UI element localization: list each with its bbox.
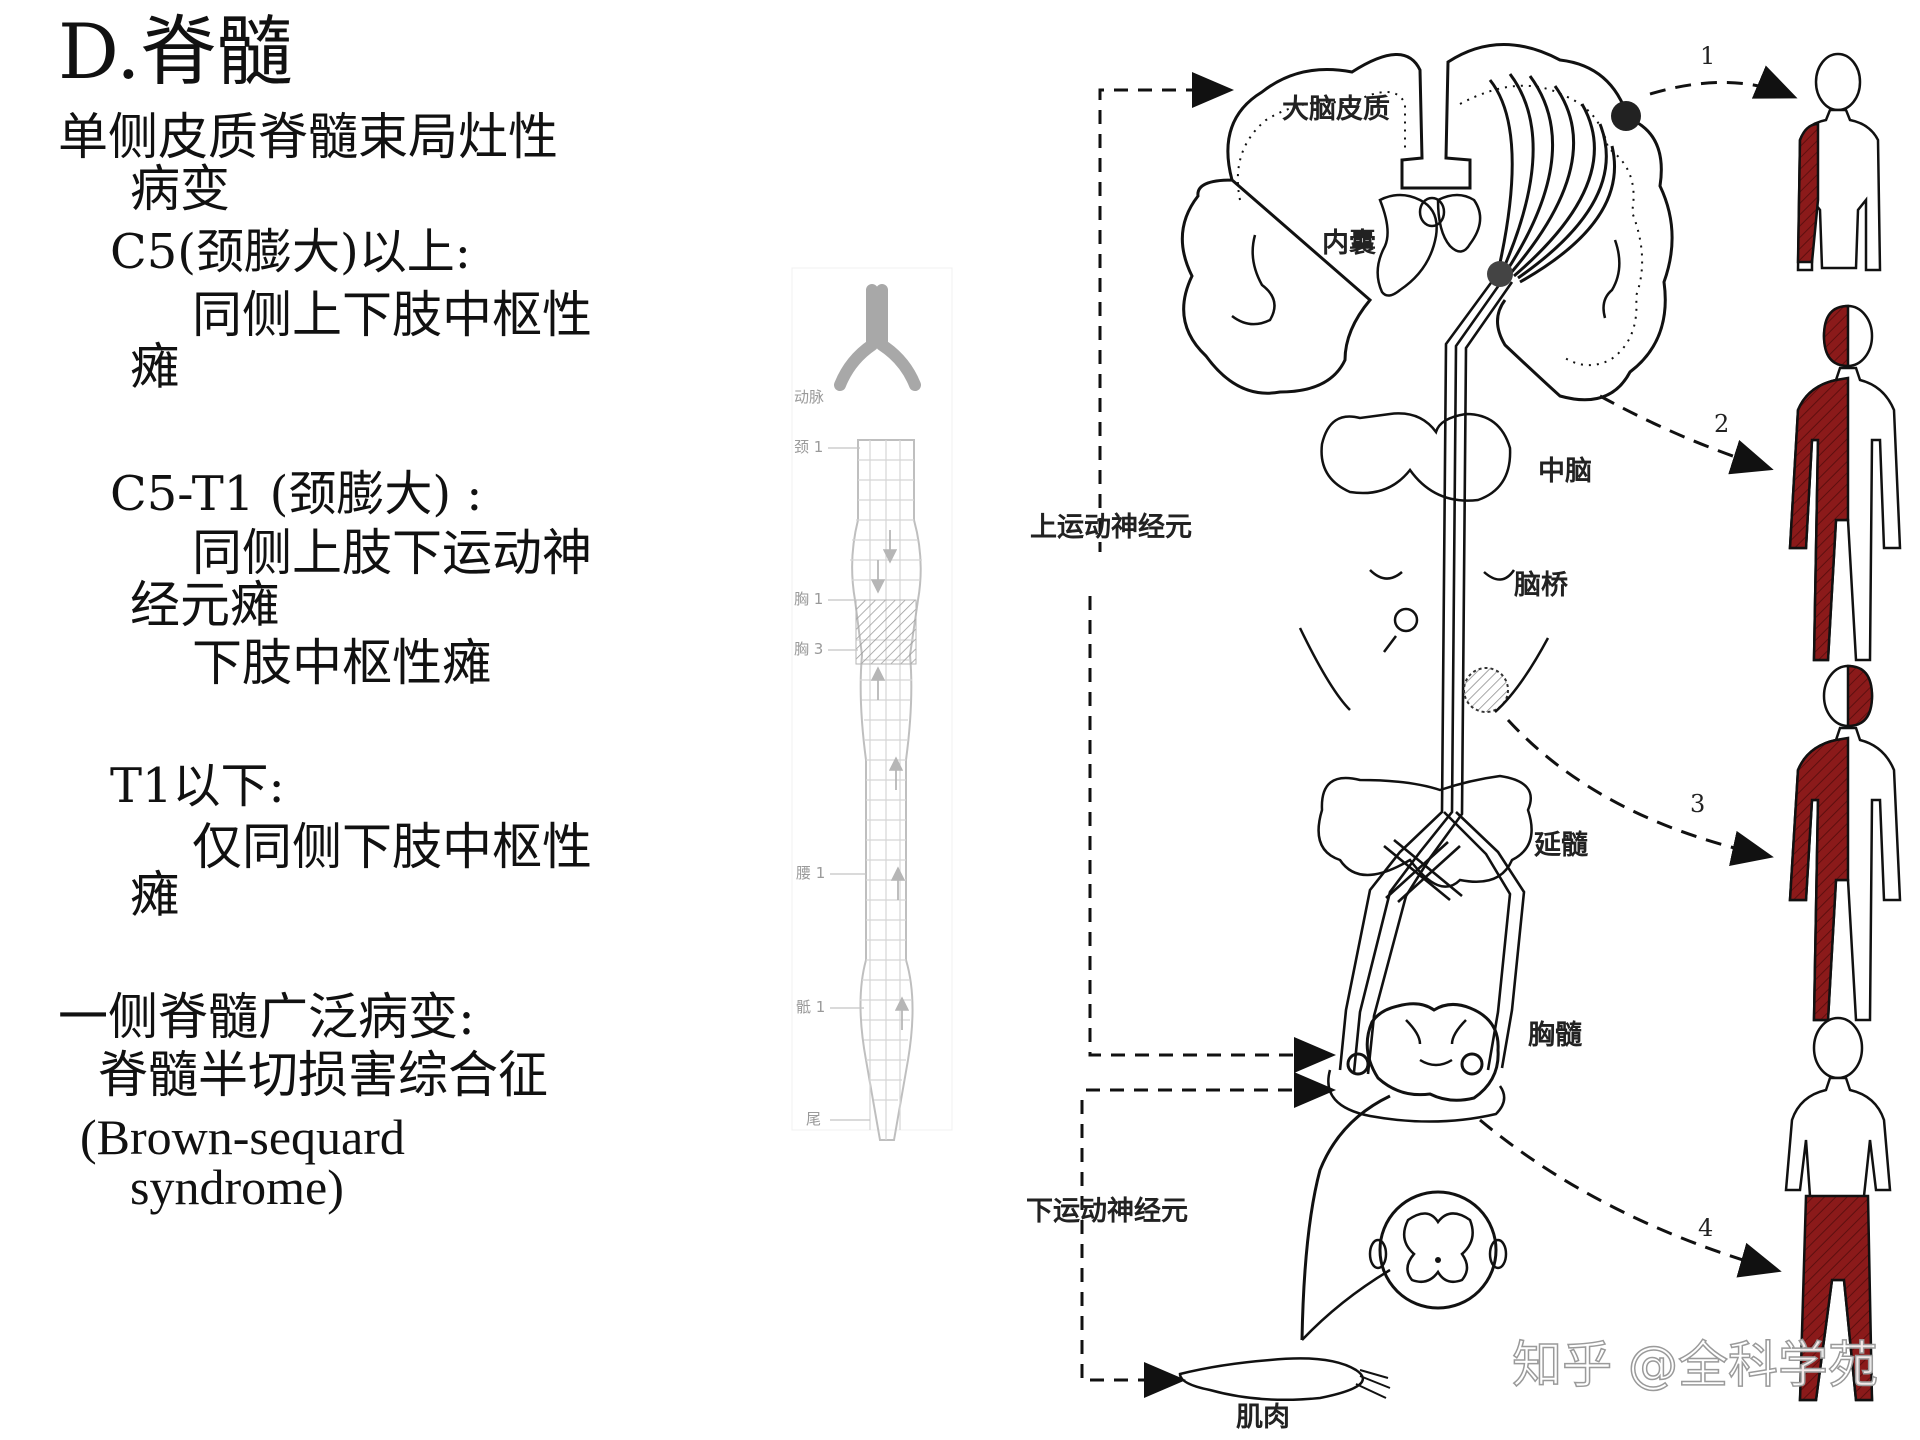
marker-2: 2 bbox=[1714, 410, 1730, 438]
thoracic-cord bbox=[1365, 1002, 1500, 1102]
text-line: 仅同侧下肢中枢性 bbox=[192, 818, 592, 876]
text-line: 瘫 bbox=[130, 866, 180, 924]
text-line: 经元瘫 bbox=[130, 576, 280, 634]
text-line: 病变 bbox=[130, 160, 230, 218]
label-midbrain: 中脑 bbox=[1538, 456, 1592, 487]
text-line: 脊髓半切损害综合征 bbox=[98, 1046, 548, 1104]
spinal-label: 腰 1 bbox=[796, 864, 826, 882]
text-line: 一侧脊髓广泛病变: bbox=[58, 988, 475, 1046]
text-line: syndrome) bbox=[130, 1159, 344, 1215]
midbrain bbox=[1320, 412, 1512, 502]
cortex-dotted bbox=[1236, 84, 1644, 367]
dashed-control bbox=[1080, 88, 1310, 1382]
marker-3: 3 bbox=[1690, 790, 1706, 818]
marker-1: 1 bbox=[1700, 42, 1716, 70]
muscle-shape bbox=[1178, 1357, 1364, 1402]
lower-motor-neuron bbox=[1300, 1094, 1391, 1341]
spinal-cord-diagram bbox=[791, 267, 953, 1141]
label-thoracic-cord: 胸髓 bbox=[1528, 1020, 1582, 1051]
text-line: C5-T1 (颈膨大) : bbox=[110, 466, 483, 522]
text-line: C5(颈膨大)以上: bbox=[110, 224, 471, 280]
text-line: 单侧皮质脊髓束局灶性 bbox=[58, 108, 558, 166]
label-upper-motor-neuron: 上运动神经元 bbox=[1030, 512, 1192, 543]
cord-cross-section bbox=[1378, 1190, 1498, 1310]
lesion-3 bbox=[1463, 667, 1509, 713]
medulla bbox=[1317, 774, 1533, 888]
slide-text-panel: D.脊髓 单侧皮质脊髓束局灶性 病变 C5(颈膨大)以上: 同侧上下肢中枢性 瘫… bbox=[0, 0, 760, 1440]
spinal-label: 胸 3 bbox=[794, 640, 824, 658]
text-line: (Brown-sequard bbox=[80, 1109, 405, 1165]
lesion-2 bbox=[1487, 261, 1513, 287]
figure-4 bbox=[1784, 1016, 1892, 1402]
spinal-label: 胸 1 bbox=[794, 590, 824, 608]
text-line: 瘫 bbox=[130, 338, 180, 396]
figure-3 bbox=[1788, 664, 1902, 1022]
figure-2 bbox=[1788, 304, 1902, 662]
motor-pathway-diagram bbox=[1080, 43, 1798, 1402]
label-medulla: 延髓 bbox=[1534, 830, 1588, 861]
human-figures bbox=[1784, 52, 1902, 1402]
spinal-label: 骶 1 bbox=[796, 998, 826, 1016]
lesion-hatch bbox=[855, 599, 917, 665]
label-cerebral-cortex: 大脑皮质 bbox=[1282, 94, 1390, 125]
label-internal-capsule: 内囊 bbox=[1322, 228, 1376, 259]
label-pons: 脑桥 bbox=[1514, 570, 1568, 601]
watermark: 知乎 @全科学苑 bbox=[1511, 1336, 1878, 1394]
spinal-label: 尾 bbox=[806, 1110, 822, 1128]
label-muscle: 肌肉 bbox=[1236, 1402, 1290, 1433]
tract-fan bbox=[1488, 73, 1617, 284]
brain-outline bbox=[1180, 43, 1674, 402]
figure-1 bbox=[1796, 52, 1882, 272]
dashed-arrows bbox=[1479, 65, 1798, 1278]
slide-title: D.脊髓 bbox=[58, 7, 293, 96]
label-lower-motor-neuron: 下运动神经元 bbox=[1026, 1196, 1188, 1227]
spinal-label: 颈 1 bbox=[794, 438, 824, 456]
lesion-1 bbox=[1611, 101, 1641, 131]
text-line: 同侧上下肢中枢性 bbox=[192, 286, 592, 344]
text-line: 下肢中枢性瘫 bbox=[192, 634, 492, 692]
marker-4: 4 bbox=[1698, 1214, 1714, 1242]
text-line: 同侧上肢下运动神 bbox=[192, 524, 592, 582]
pons bbox=[1298, 627, 1550, 713]
spinal-label: 动脉 bbox=[794, 388, 825, 406]
text-line: T1以下: bbox=[110, 758, 285, 814]
